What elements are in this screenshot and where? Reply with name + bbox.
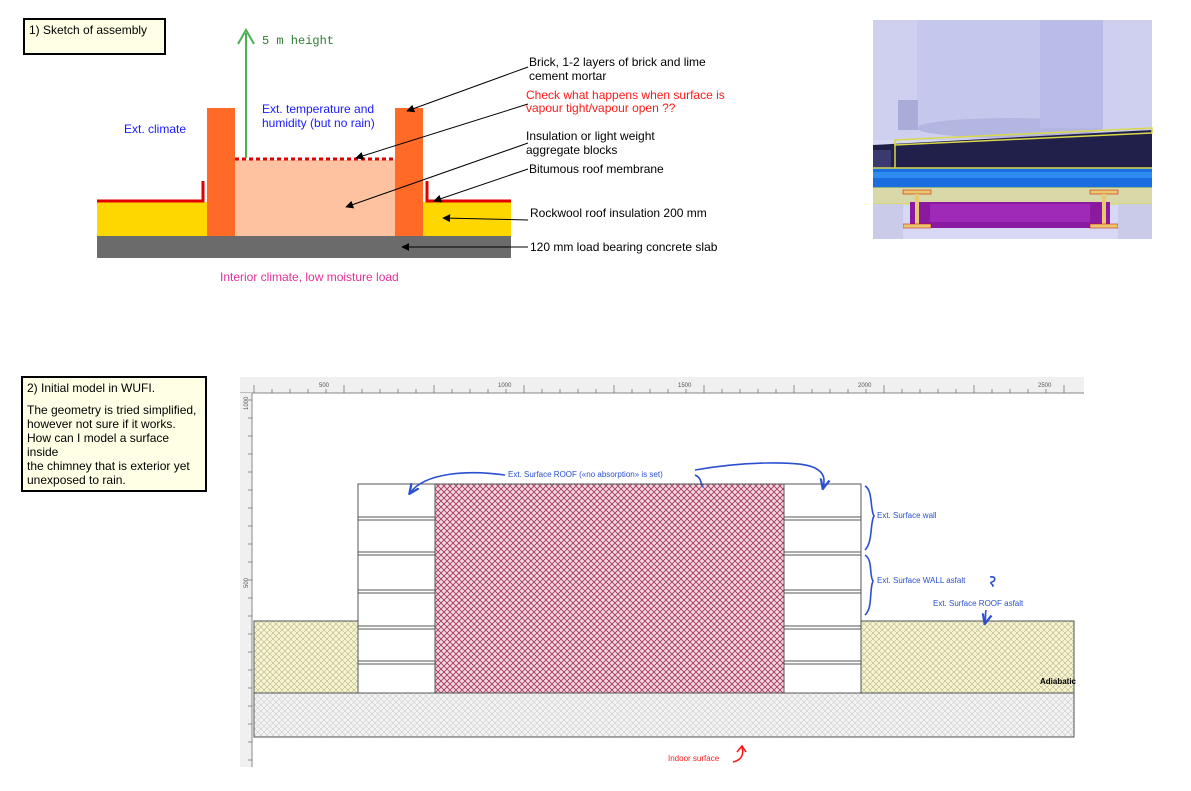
annot-indoor-arrowhead bbox=[736, 744, 747, 753]
ruler-left-label-1000: 1000 bbox=[244, 396, 250, 410]
ruler-top-label-2500: 2500 bbox=[1038, 383, 1052, 389]
height-arrow-head bbox=[237, 27, 255, 45]
model-slab bbox=[253, 692, 1075, 738]
label-check-2: vapour tight/vapour open ?? bbox=[526, 101, 676, 115]
annot-roof-asfalt: Ext. Surface ROOF asfalt bbox=[933, 599, 1024, 608]
ruler-left bbox=[240, 393, 252, 767]
ruler-top-label-500: 500 bbox=[319, 383, 330, 389]
ruler-left-label-500: 500 bbox=[244, 577, 250, 588]
wufi-desc-line-1: The geometry is tried simplified, bbox=[27, 403, 197, 417]
wufi-desc-line-3: How can I model a surface inside bbox=[27, 431, 170, 459]
label-check-1: Check what happens when surface is bbox=[526, 88, 725, 102]
annot-roof-ext: Ext. Surface ROOF («no absorption» is se… bbox=[508, 470, 663, 479]
ext-temp-label-1: Ext. temperature and bbox=[262, 102, 374, 116]
model-infill bbox=[434, 483, 785, 694]
wufi-desc-line-4: the chimney that is exterior yet bbox=[27, 459, 190, 473]
label-slab: 120 mm load bearing concrete slab bbox=[530, 240, 718, 254]
interior-climate-label: Interior climate, low moisture load bbox=[220, 270, 399, 284]
roof-membrane-right bbox=[425, 181, 511, 203]
height-label: 5 m height bbox=[262, 34, 334, 48]
leader-membrane bbox=[433, 168, 529, 203]
rockwool-left bbox=[97, 202, 207, 236]
model-brick-wall-left bbox=[357, 483, 436, 694]
ruler-top-label-1000: 1000 bbox=[498, 383, 512, 389]
leader-check bbox=[355, 103, 529, 160]
wufi-title: 2) Initial model in WUFI. bbox=[27, 381, 156, 395]
ruler-top-label-2000: 2000 bbox=[858, 383, 872, 389]
annot-wall-ext: Ext. Surface wall bbox=[877, 511, 937, 520]
annot-roof-arrow-right bbox=[694, 462, 824, 488]
annot-roof-arrow-mid bbox=[694, 474, 704, 488]
annot-roof-arrow-left bbox=[410, 471, 506, 493]
annot-roof-asfalt-arrow bbox=[985, 609, 986, 623]
leader-insulation bbox=[345, 142, 529, 209]
chimney-infill bbox=[235, 160, 395, 236]
model-brick-wall-right bbox=[783, 483, 862, 694]
brick-wall-left bbox=[207, 108, 235, 236]
render-3d-image bbox=[873, 20, 1153, 239]
ext-climate-label: Ext. climate bbox=[124, 122, 186, 136]
ext-temp-label-2: humidity (but no rain) bbox=[262, 116, 375, 130]
sketch-title: 1) Sketch of assembly bbox=[29, 23, 148, 37]
label-rockwool: Rockwool roof insulation 200 mm bbox=[530, 206, 707, 220]
wufi-desc-line-2: however not sure if it works. bbox=[27, 417, 176, 431]
leader-rockwool bbox=[442, 214, 529, 223]
assembly-sketch: 5 m height Ext. climate Ext. temperature… bbox=[97, 27, 725, 284]
sketch-title-box: 1) Sketch of assembly bbox=[23, 18, 166, 55]
annot-indoor-arrow bbox=[732, 746, 744, 763]
annot-indoor: Indoor surface bbox=[668, 754, 720, 763]
leader-brick bbox=[406, 66, 529, 113]
annot-wall-asfalt: Ext. Surface WALL asfalt bbox=[877, 576, 966, 585]
annot-adiabatic: Adiabatic bbox=[1040, 677, 1077, 686]
ruler-top-label-1500: 1500 bbox=[678, 383, 692, 389]
wufi-desc-line-5: unexposed to rain. bbox=[27, 473, 126, 487]
label-brick-1: Brick, 1-2 layers of brick and lime bbox=[529, 55, 706, 69]
label-insulation-1: Insulation or light weight bbox=[526, 129, 655, 143]
ruler-top bbox=[240, 377, 1084, 393]
annot-squiggle-icon bbox=[989, 576, 996, 587]
annot-wall-brace-2 bbox=[864, 554, 874, 616]
wufi-model: 500 1000 1500 2000 2500 1000 500 bbox=[240, 377, 1084, 767]
concrete-slab bbox=[97, 236, 511, 258]
label-insulation-2: aggregate blocks bbox=[526, 143, 617, 157]
roof-membrane-left bbox=[97, 181, 205, 203]
annot-wall-brace-1 bbox=[864, 485, 875, 551]
brick-wall-right bbox=[395, 108, 423, 236]
model-rockwool-left bbox=[253, 620, 359, 694]
wufi-description-box: 2) Initial model in WUFI. The geometry i… bbox=[21, 376, 207, 492]
label-membrane: Bitumous roof membrane bbox=[529, 162, 664, 176]
label-brick-2: cement mortar bbox=[529, 69, 606, 83]
